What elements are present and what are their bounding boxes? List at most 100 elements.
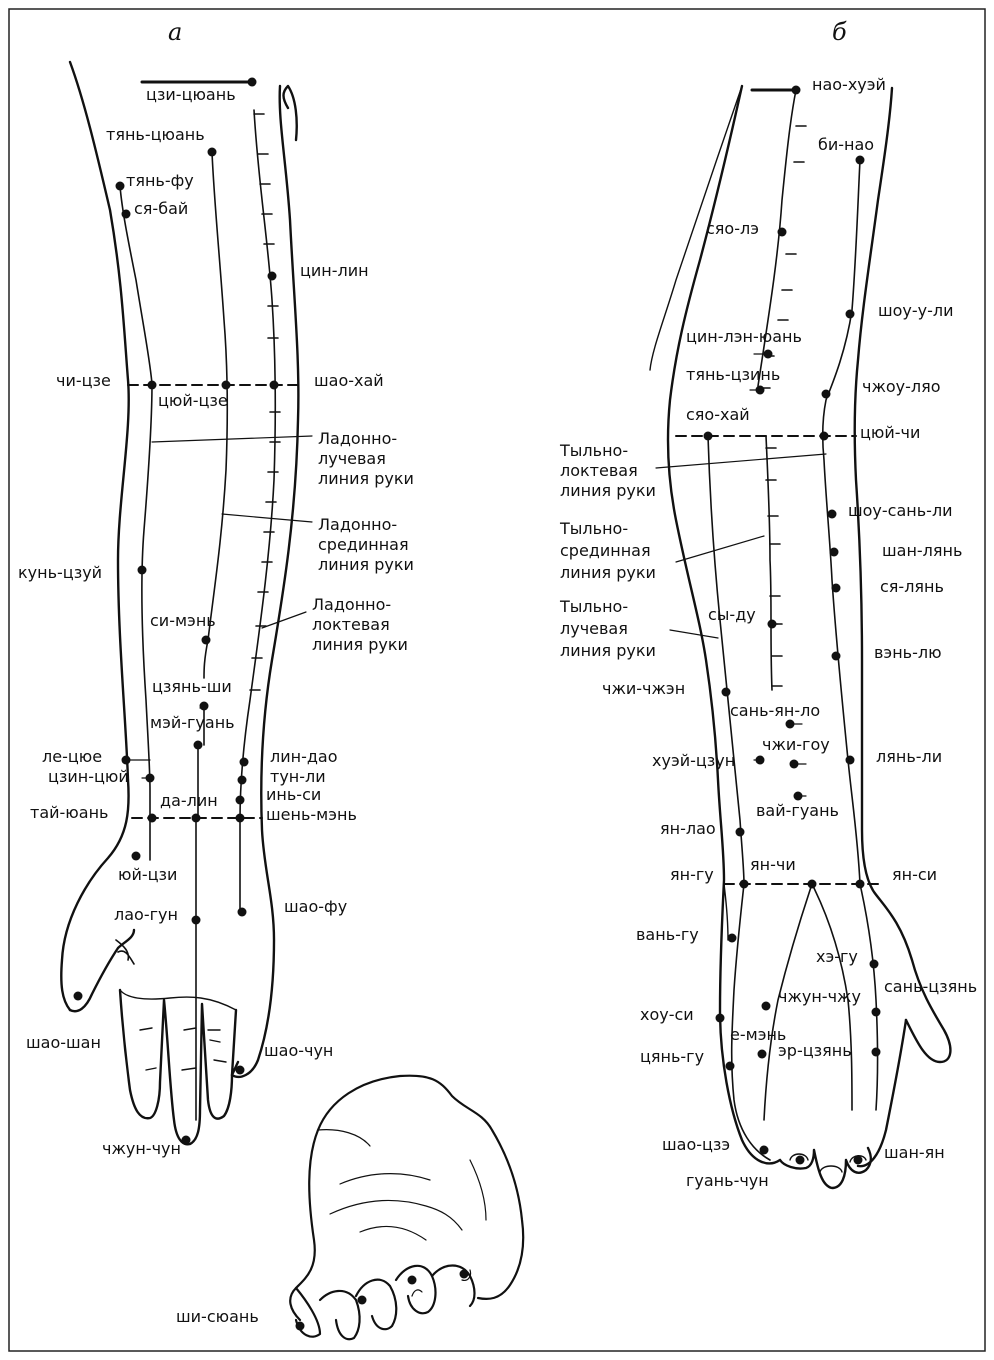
- point-a-tyan-czyuan: [208, 148, 217, 157]
- point-b-shan-lyan: [830, 548, 839, 557]
- line-b-radial: [823, 160, 860, 884]
- point-b-chzhou-lyao: [822, 390, 831, 399]
- label-shi-syuan: ши-сюань: [176, 1307, 259, 1326]
- point-a-czi-czyuan: [248, 78, 257, 87]
- point-a-tai-yuan: [148, 814, 157, 823]
- label-b-czyui-chi: цюй-чи: [860, 423, 920, 442]
- point-a-tyan-fu: [116, 182, 125, 191]
- point-a-da-lin: [192, 814, 201, 823]
- point-a-lin-dao: [240, 758, 249, 767]
- point-b-vzen-lyu: [832, 652, 841, 661]
- label-b-line-median-3: линия руки: [560, 563, 656, 582]
- point-b-chzhi-chzhen: [722, 688, 731, 697]
- label-b-line-ulnar-1: Тыльно-: [559, 441, 628, 460]
- label-a-line-ulnar-3: линия руки: [312, 635, 408, 654]
- point-b-shao-cze: [760, 1146, 769, 1155]
- label-b-vai-guan: вай-гуань: [756, 801, 839, 820]
- label-b-hou-si: хоу-си: [640, 1005, 694, 1024]
- label-b-chzhi-chzhen: чжи-чжэн: [602, 679, 685, 698]
- label-b-shou-san-li: шоу-сань-ли: [848, 501, 953, 520]
- panel-a-title: а: [168, 18, 182, 46]
- point-a-in-si: [236, 796, 245, 805]
- label-b-line-ulnar-2: локтевая: [560, 461, 638, 480]
- point-b-sya-lyan: [832, 584, 841, 593]
- label-b-san-czyan: сань-цзянь: [884, 977, 977, 996]
- label-a-shao-hai: шао-хай: [314, 371, 384, 390]
- label-a-line-ulnar-2: локтевая: [312, 615, 390, 634]
- label-a-line-radial-3: линия руки: [318, 469, 414, 488]
- leaders-b: [750, 354, 806, 796]
- label-b-yan-lao: ян-лао: [660, 819, 716, 838]
- label-a-tyan-czyuan: тянь-цюань: [106, 125, 205, 144]
- label-a-line-median-1: Ладонно-: [318, 515, 397, 534]
- point-a-shen-men: [236, 814, 245, 823]
- label-b-chzhou-lyao: чжоу-ляо: [862, 377, 941, 396]
- point-b-czyui-chi: [820, 432, 829, 441]
- label-b-er-czyan: эр-цзянь: [778, 1041, 852, 1060]
- point-a-czin-czyui: [146, 774, 155, 783]
- label-a-tai-yuan: тай-юань: [30, 803, 108, 822]
- point-shi-syuan: [296, 1322, 305, 1331]
- label-a-tyan-fu: тянь-фу: [126, 171, 194, 190]
- label-b-bi-nao: би-нао: [818, 135, 874, 154]
- label-a-chzhun-chun: чжун-чун: [102, 1139, 181, 1158]
- label-b-yan-chi: ян-чи: [750, 855, 796, 874]
- point-b-er-czyan: [872, 1048, 881, 1057]
- line-a-median: [204, 152, 227, 678]
- label-a-si-men: си-мэнь: [150, 611, 216, 630]
- point-a-chi-cze: [148, 381, 157, 390]
- label-a-shao-fu: шао-фу: [284, 897, 347, 916]
- point-a-czyui-cze: [222, 381, 231, 390]
- label-b-chzhun-chzhu: чжун-чжу: [778, 987, 861, 1006]
- label-b-shan-yan: шан-ян: [884, 1143, 945, 1162]
- pointer-b-ulnar: [656, 454, 826, 468]
- label-b-shou-u-li: шоу-у-ли: [878, 301, 954, 320]
- point-a-cin-lin: [268, 272, 277, 281]
- point-shi-syuan-3: [408, 1276, 417, 1285]
- point-b-syao-hai: [704, 432, 713, 441]
- arm-b-outline-left: [668, 86, 780, 1163]
- arm-a-shoulder-curve: [284, 86, 297, 140]
- label-b-yan-gu: ян-гу: [670, 865, 714, 884]
- label-a-line-median-3: линия руки: [318, 555, 414, 574]
- label-a-line-radial-1: Ладонно-: [318, 429, 397, 448]
- point-b-chzhi-gou: [790, 760, 799, 769]
- point-b-yan-gu: [740, 880, 749, 889]
- point-a-shao-hai: [270, 381, 279, 390]
- label-a-czyan-shi: цзянь-ши: [152, 677, 232, 696]
- ticks-b: [762, 126, 806, 686]
- line-b-median-forearm: [766, 436, 772, 690]
- label-a-shao-shan: шао-шан: [26, 1033, 101, 1052]
- label-b-guan-chun: гуань-чун: [686, 1171, 769, 1190]
- point-a-czyan-shi: [200, 702, 209, 711]
- label-b-nao-huei: нао-хуэй: [812, 75, 886, 94]
- label-b-vzen-lyu: вэнь-лю: [874, 643, 942, 662]
- label-b-line-radial-2: лучевая: [560, 619, 628, 638]
- point-b-chzhun-chzhu: [762, 1002, 771, 1011]
- arm-a-finger-creases: [140, 1028, 226, 1070]
- point-a-tun-li: [238, 776, 247, 785]
- point-a-mei-guan: [194, 741, 203, 750]
- label-b-lyan-li: лянь-ли: [876, 747, 942, 766]
- label-b-line-ulnar-3: линия руки: [560, 481, 656, 500]
- label-b-cyan-gu: цянь-гу: [640, 1047, 704, 1066]
- point-b-tyan-czin: [756, 386, 765, 395]
- point-b-shou-san-li: [828, 510, 837, 519]
- label-b-huei-czun: хуэй-цзун: [652, 751, 735, 770]
- point-b-shan-yan: [854, 1156, 863, 1165]
- point-a-lao-gun: [192, 916, 201, 925]
- point-b-hou-si: [716, 1014, 725, 1023]
- label-a-czi-czyuan: цзи-цюань: [146, 85, 236, 104]
- label-b-syao-hai: сяо-хай: [686, 405, 750, 424]
- pointer-b-median: [676, 536, 764, 562]
- point-b-bi-nao: [856, 156, 865, 165]
- label-a-mei-guan: мэй-гуань: [150, 713, 235, 732]
- label-b-sya-lyan: ся-лянь: [880, 577, 944, 596]
- arm-b-fingers: [780, 1148, 871, 1188]
- point-a-chzhun-chun: [182, 1136, 191, 1145]
- point-shi-syuan-2: [358, 1296, 367, 1305]
- point-a-si-men: [202, 636, 211, 645]
- point-b-lyan-li: [846, 756, 855, 765]
- label-b-sy-du: сы-ду: [708, 605, 756, 624]
- point-b-san-czyan: [872, 1008, 881, 1017]
